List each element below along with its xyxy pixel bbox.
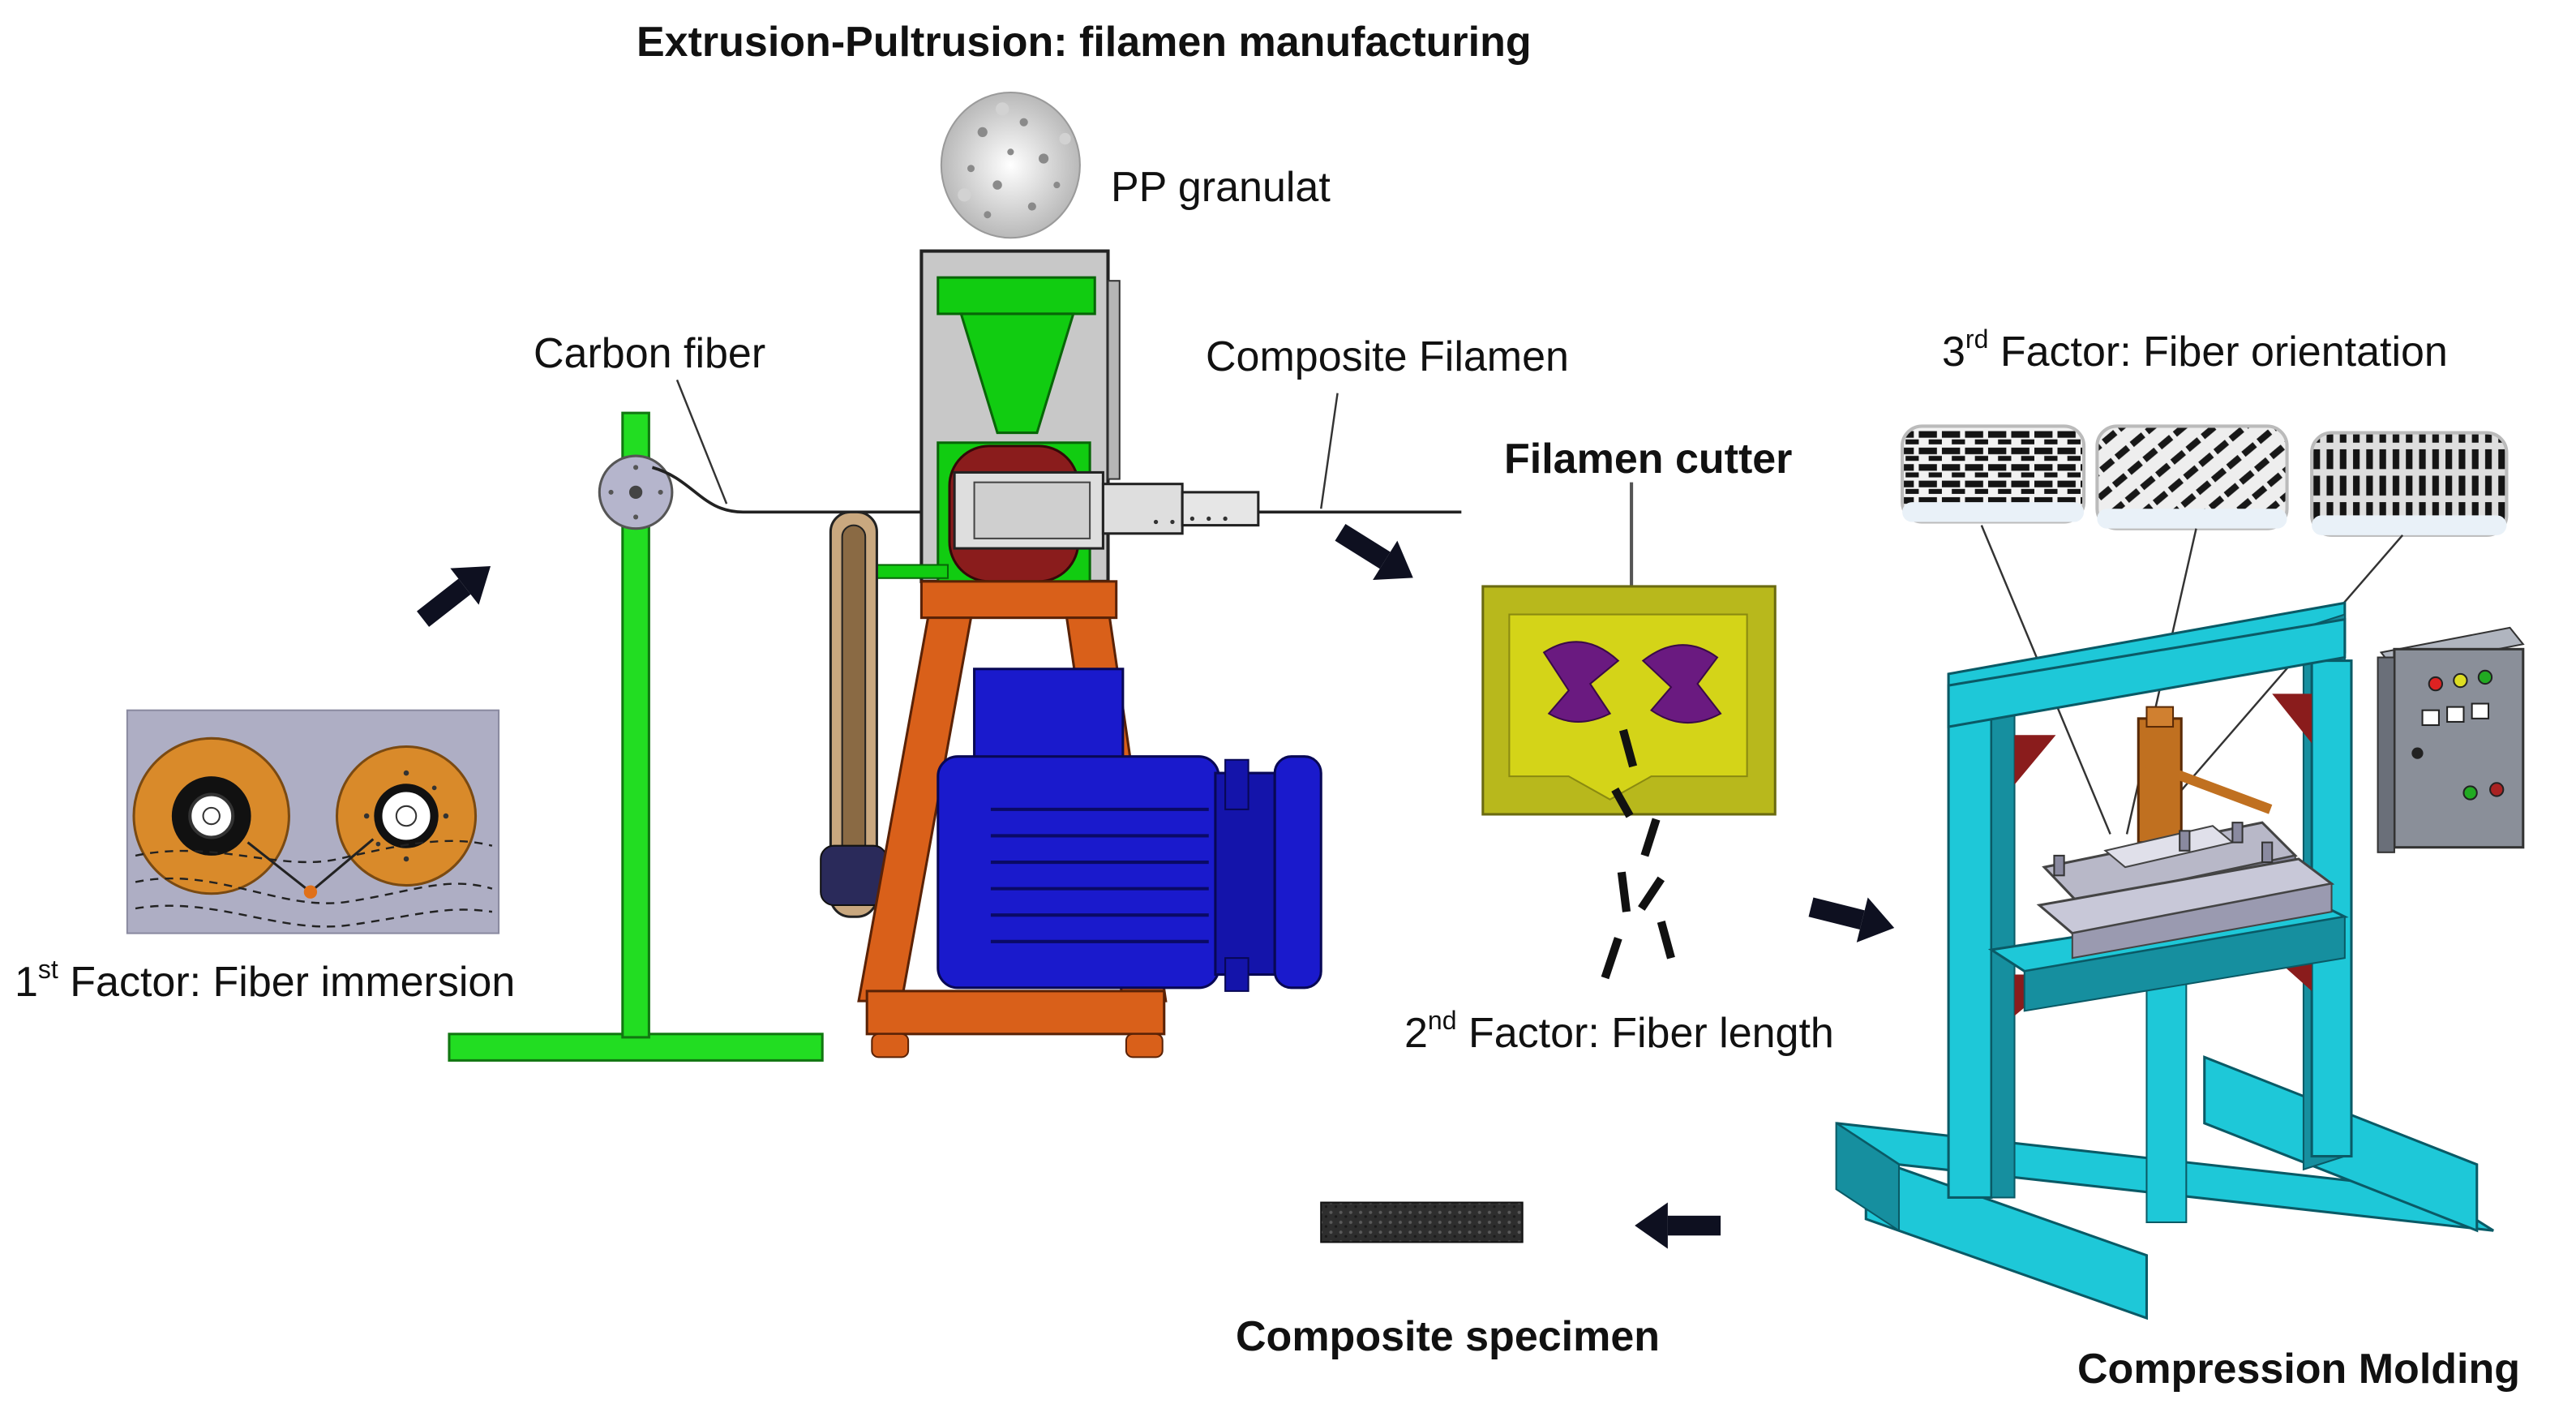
first-factor-number: 1 [15, 959, 38, 1006]
label-carbon-fiber: Carbon fiber [534, 330, 766, 377]
blade-right [1641, 644, 1722, 723]
filamen-cutter [1481, 482, 1777, 816]
label-second-factor: 2nd Factor: Fiber length [1404, 1007, 1834, 1057]
cut-fibers [1601, 728, 1675, 980]
compression-press [1835, 601, 2525, 1320]
arrow-molding-to-specimen [1635, 1202, 1721, 1249]
carbon-fiber-line [651, 466, 1462, 514]
control-box [2377, 626, 2525, 853]
pp-granules [940, 92, 1081, 239]
second-factor-text: Factor: Fiber length [1468, 1010, 1834, 1057]
first-factor-text: Factor: Fiber immersion [70, 959, 516, 1006]
blade-left [1542, 641, 1620, 723]
label-compression-molding: Compression Molding [2077, 1346, 2520, 1393]
third-factor-number: 3 [1942, 328, 1965, 376]
diagram-title: Extrusion-Pultrusion: filamen manufactur… [636, 19, 1532, 66]
motor [937, 668, 1322, 992]
label-filamen-cutter: Filamen cutter [1504, 436, 1793, 483]
arrow-extruder-to-cutter [1335, 523, 1413, 581]
arrow-cutter-to-molding [1808, 897, 1895, 942]
composite-filamen-leader [1320, 393, 1339, 509]
first-factor-ordinal: st [37, 954, 58, 984]
third-factor-text: Factor: Fiber orientation [2000, 328, 2448, 376]
label-pp-granulat: PP granulat [1111, 164, 1331, 211]
carbon-fiber-stand [448, 411, 824, 1062]
composite-specimen-bar [1320, 1201, 1524, 1243]
second-factor-number: 2 [1404, 1010, 1428, 1057]
arrow-immersion-to-stand [417, 566, 491, 627]
orientation-tiles [1901, 424, 2509, 835]
second-factor-ordinal: nd [1427, 1005, 1457, 1035]
label-composite-filamen: Composite Filamen [1206, 333, 1569, 380]
carbon-fiber-leader [675, 379, 728, 504]
label-first-factor: 1st Factor: Fiber immersion [15, 956, 516, 1006]
label-third-factor: 3rd Factor: Fiber orientation [1942, 326, 2448, 376]
extruder-machine [820, 92, 1322, 1058]
fiber-immersion-inset [126, 709, 500, 934]
label-composite-specimen: Composite specimen [1236, 1313, 1661, 1360]
third-factor-ordinal: rd [1965, 324, 1989, 354]
